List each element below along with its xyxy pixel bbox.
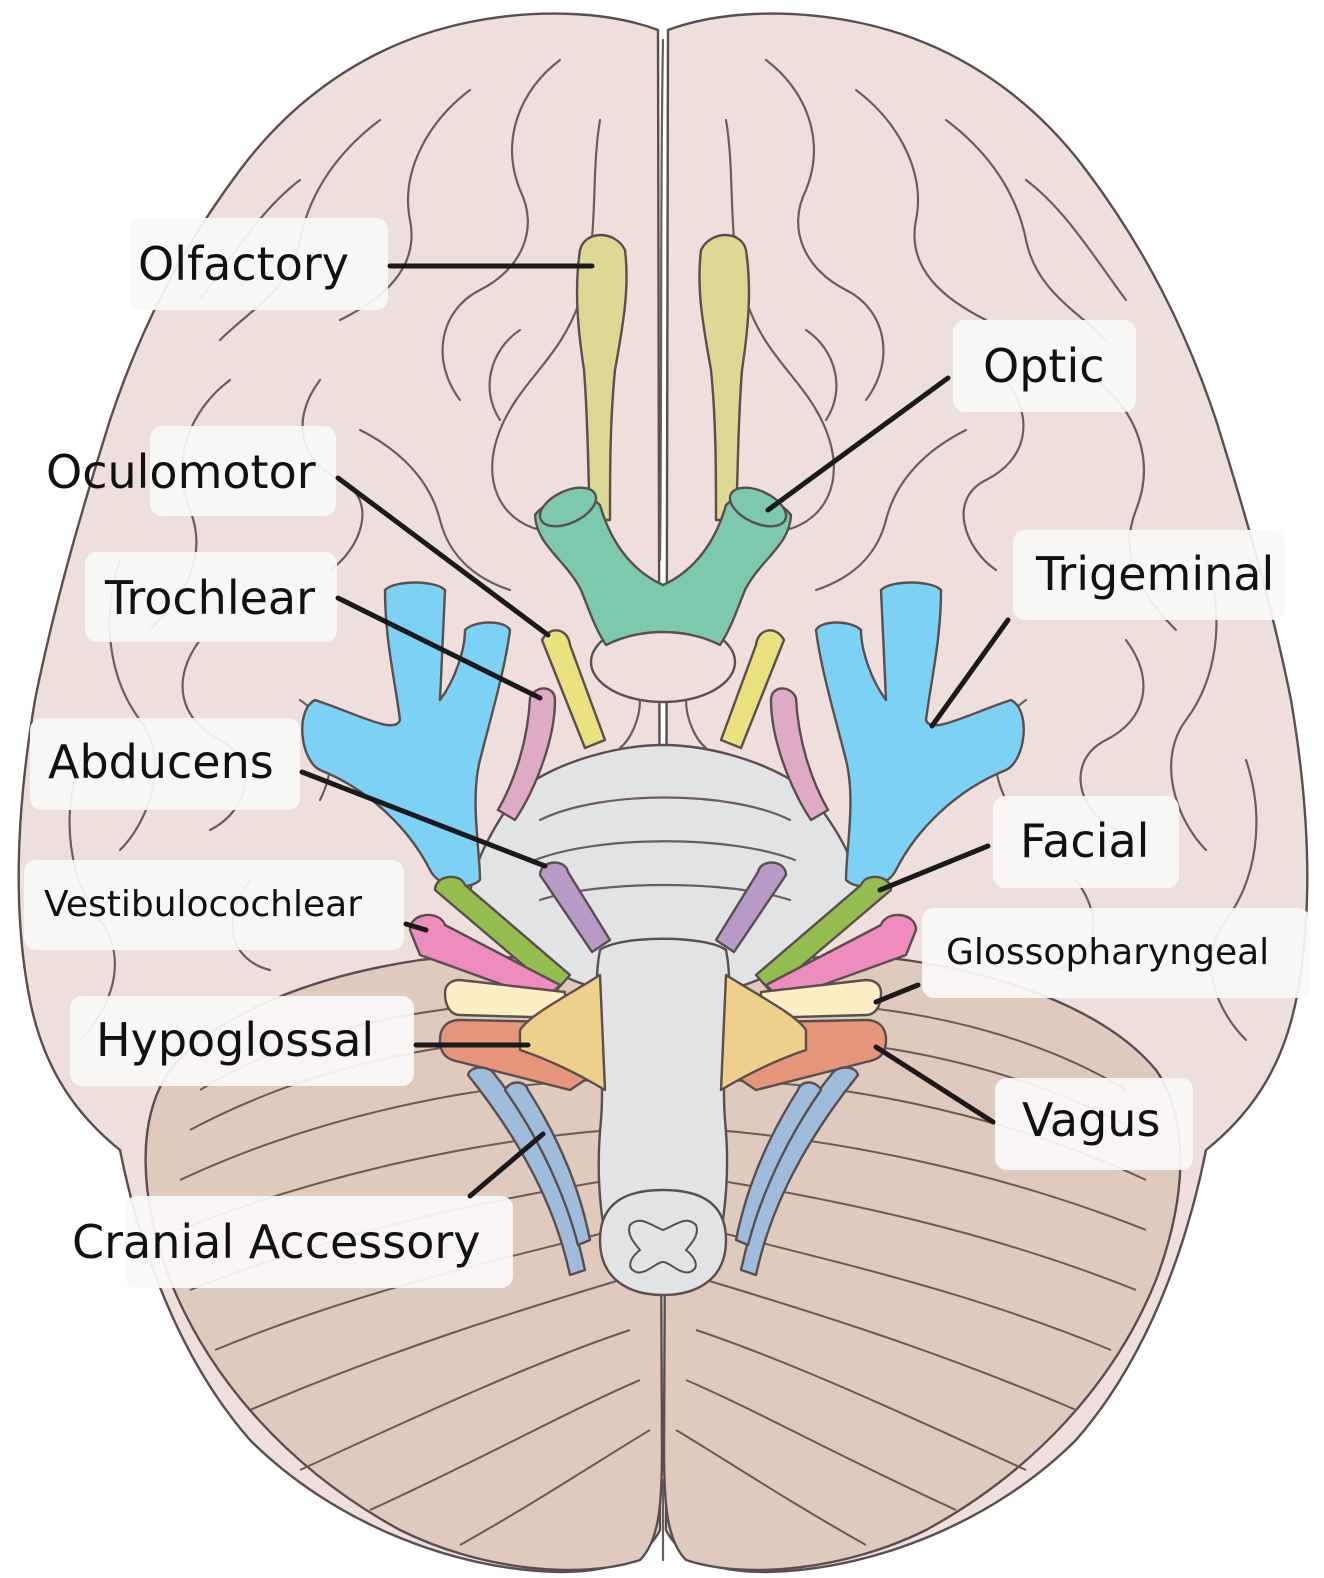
leader-oculomotor xyxy=(335,475,551,638)
trigeminal-nerve xyxy=(301,581,1025,888)
label-olfactory: Olfactory xyxy=(130,218,595,310)
label-trochlear: Trochlear xyxy=(85,552,543,701)
leader-cranial-accessory xyxy=(467,1131,546,1199)
optic-nerve xyxy=(533,486,793,647)
label-vestibulocochlear-text: Vestibulocochlear xyxy=(44,884,362,925)
oculomotor-nerve xyxy=(540,629,786,750)
glossopharyngeal-nerve xyxy=(443,978,883,1020)
label-abducens-text: Abducens xyxy=(48,735,274,789)
label-trigeminal: Trigeminal xyxy=(929,530,1285,729)
leader-trigeminal xyxy=(929,617,1011,729)
leader-abducens xyxy=(299,769,548,869)
abducens-nerve xyxy=(538,861,788,954)
label-hypoglossal: Hypoglossal xyxy=(70,996,531,1086)
optic-chiasm-area xyxy=(589,620,737,750)
leader-vagus xyxy=(873,1044,996,1125)
label-vagus-text: Vagus xyxy=(1022,1093,1160,1147)
trochlear-nerve xyxy=(496,687,830,822)
label-cranial-accessory: Cranial Accessory xyxy=(72,1131,546,1288)
olfactory-bulb-right xyxy=(698,233,751,522)
longitudinal-fissure xyxy=(658,38,665,1562)
brainstem xyxy=(468,743,862,1297)
spinal-cord-section xyxy=(598,1188,728,1297)
label-glossopharyngeal-text: Glossopharyngeal xyxy=(946,932,1269,973)
label-olfactory-text: Olfactory xyxy=(138,237,349,291)
leader-facial xyxy=(877,843,991,893)
label-optic-text: Optic xyxy=(983,339,1105,393)
label-abducens: Abducens xyxy=(30,718,548,869)
label-optic: Optic xyxy=(765,320,1136,513)
label-vagus: Vagus xyxy=(873,1044,1193,1170)
label-trigeminal-text: Trigeminal xyxy=(1035,547,1274,601)
leader-trochlear xyxy=(335,595,543,701)
label-cranial-accessory-text: Cranial Accessory xyxy=(72,1215,481,1269)
label-hypoglossal-text: Hypoglossal xyxy=(96,1013,374,1067)
label-glossopharyngeal: Glossopharyngeal xyxy=(873,908,1310,1005)
facial-nerve xyxy=(433,875,893,994)
label-facial-text: Facial xyxy=(1020,814,1149,868)
hypoglossal-nerve xyxy=(518,973,808,1092)
label-oculomotor-text: Oculomotor xyxy=(46,445,316,499)
label-oculomotor: Oculomotor xyxy=(46,426,551,638)
leader-vestibulocochlear xyxy=(403,921,429,933)
accessory-nerve xyxy=(466,1066,860,1277)
label-trochlear-text: Trochlear xyxy=(104,571,315,625)
olfactory-nerve xyxy=(575,233,751,522)
label-facial: Facial xyxy=(877,796,1179,893)
olfactory-bulb-left xyxy=(575,233,628,522)
label-vestibulocochlear: Vestibulocochlear xyxy=(24,860,429,950)
grey-matter xyxy=(628,1219,698,1274)
leader-glossopharyngeal xyxy=(873,982,921,1005)
leader-optic xyxy=(765,375,951,513)
